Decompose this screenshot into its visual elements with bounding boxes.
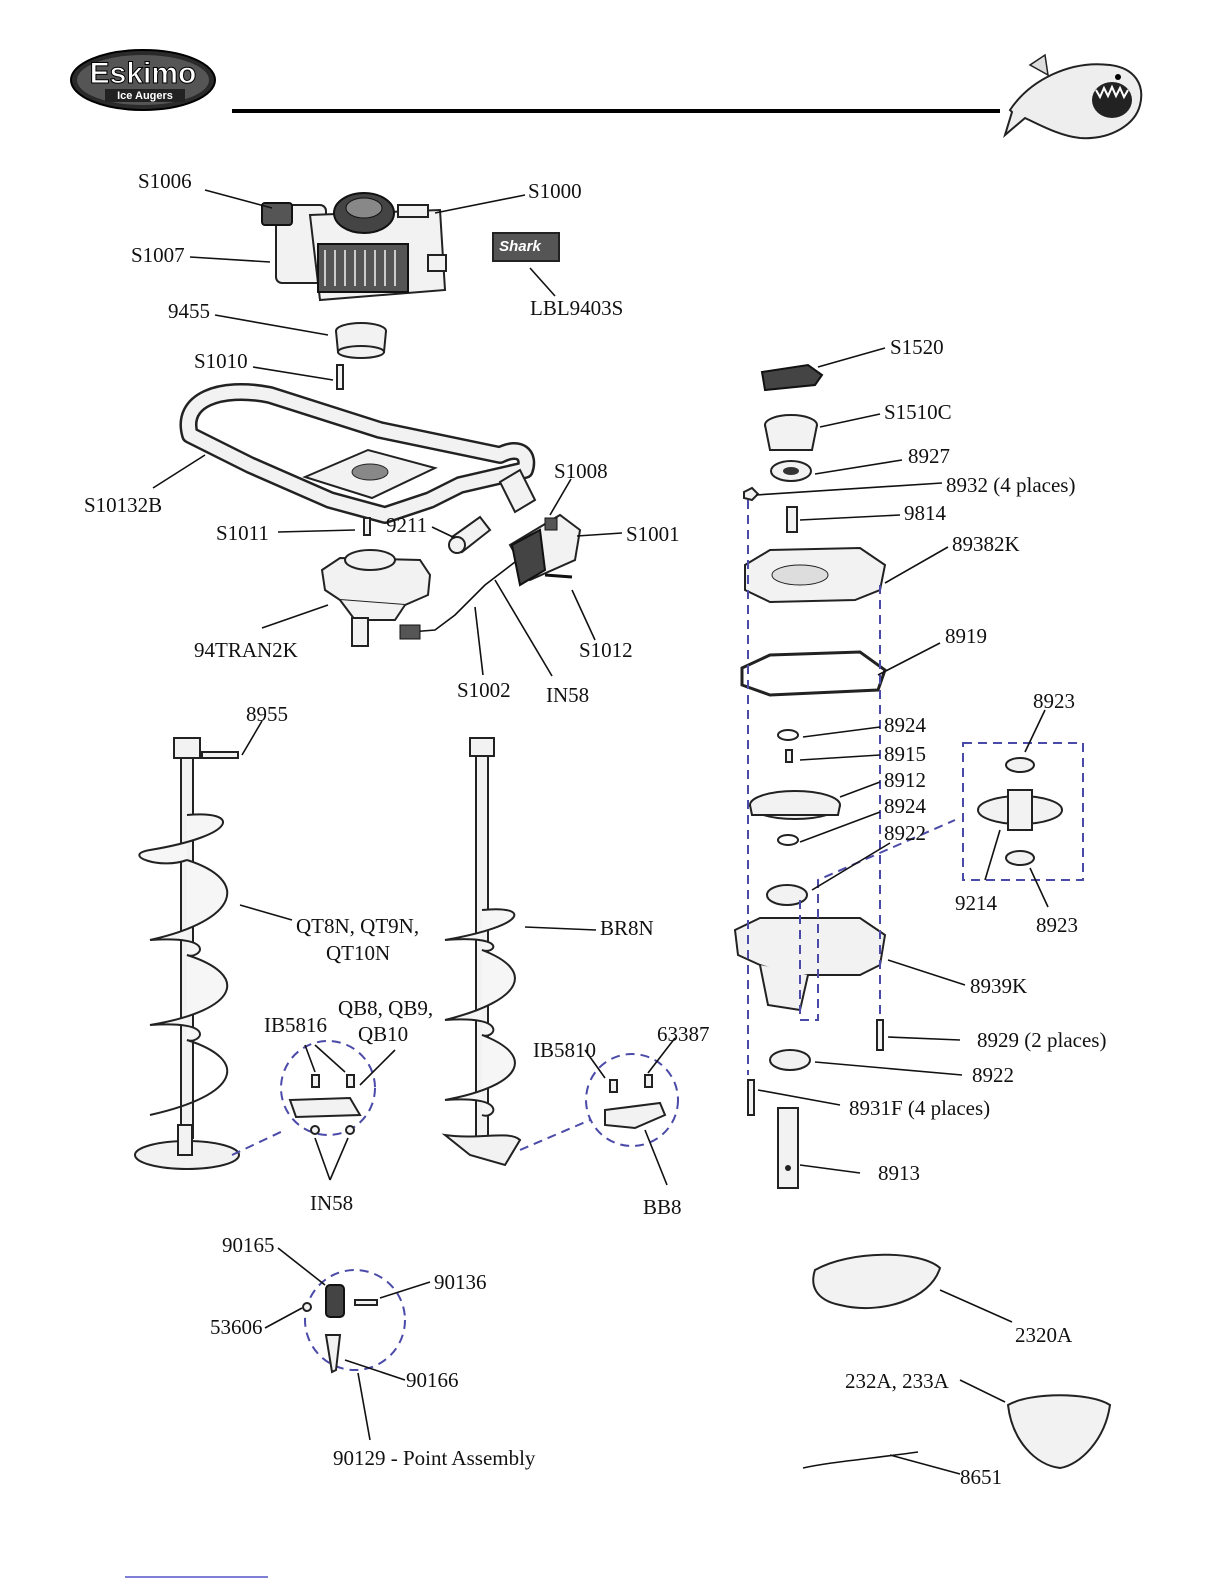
blade-qb-series (288, 1074, 362, 1135)
shark-logo-icon (1003, 53, 1143, 140)
label-s1010: S1010 (194, 349, 248, 373)
blade-detail-circle-bb8 (585, 1053, 679, 1147)
label-s1008: S1008 (554, 459, 608, 483)
throttle-s1001 (508, 513, 582, 587)
label-8932: 8932 (4 places) (946, 473, 1075, 497)
label-8923-a: 8923 (1033, 689, 1075, 713)
label-in58-bottom: IN58 (310, 1191, 353, 1215)
label-8915: 8915 (884, 742, 926, 766)
label-8955: 8955 (246, 702, 288, 726)
label-9455: 9455 (168, 299, 210, 323)
screw-s1010 (336, 364, 344, 390)
label-lbl9403s: LBL9403S (530, 296, 623, 320)
auger-br8n (441, 737, 522, 1167)
label-232a-233a: 232A, 233A (845, 1369, 950, 1393)
label-s10132b: S10132B (84, 493, 162, 517)
label-s1006: S1006 (138, 169, 192, 193)
label-s1510c: S1510C (884, 400, 952, 424)
label-in58-top: IN58 (546, 683, 589, 707)
label-63387: 63387 (657, 1022, 710, 1046)
label-s1007: S1007 (131, 243, 185, 267)
decal-text: Shark (499, 238, 541, 255)
label-ib5810: IB5810 (533, 1038, 596, 1062)
label-qt-series: QT8N, QT9N, (296, 914, 419, 938)
point-assembly-circle (304, 1269, 406, 1371)
gearbox-stack (733, 363, 887, 1189)
grip-9211 (448, 515, 492, 554)
label-8922-b: 8922 (972, 1063, 1014, 1087)
label-8924-a: 8924 (884, 713, 927, 737)
label-8912: 8912 (884, 768, 926, 792)
label-s1000: S1000 (528, 179, 582, 203)
eskimo-logo-icon: Eskimo Ice Augers (70, 49, 216, 111)
label-8923-b: 8923 (1036, 913, 1078, 937)
setscrew-8955 (201, 751, 239, 759)
label-s1002: S1002 (457, 678, 511, 702)
blade-detail-leader-qb (231, 1129, 286, 1156)
label-qb-series-2: QB10 (358, 1022, 408, 1046)
blade-detail-circle-qb (280, 1040, 376, 1136)
label-s1520: S1520 (890, 335, 944, 359)
screw-s1011 (363, 517, 371, 536)
label-8651: 8651 (960, 1465, 1002, 1489)
label-8929: 8929 (2 places) (977, 1028, 1106, 1052)
throttle-cable-s1002 (399, 561, 516, 640)
label-90165: 90165 (222, 1233, 275, 1257)
cup-232a (1006, 1394, 1112, 1470)
blade-bb8 (604, 1074, 667, 1130)
label-8924-b: 8924 (884, 794, 927, 818)
label-8927: 8927 (908, 444, 950, 468)
label-89382k: 89382K (952, 532, 1020, 556)
engine-s1000 (261, 192, 447, 302)
blade-detail-leader-bb8 (519, 1119, 591, 1151)
label-s1001: S1001 (626, 522, 680, 546)
gearbox-dashed-guides (747, 500, 1084, 1075)
label-90129-point-assembly: 90129 - Point Assembly (333, 1446, 536, 1470)
label-2320a: 2320A (1015, 1323, 1073, 1347)
label-53606: 53606 (210, 1315, 263, 1339)
logo-subtext: Ice Augers (117, 90, 173, 102)
cable-8651 (802, 1451, 919, 1469)
transmission-94tran2k (320, 549, 432, 647)
label-9211: 9211 (386, 513, 427, 537)
label-8913: 8913 (878, 1161, 920, 1185)
label-s1011: S1011 (216, 521, 269, 545)
point-assembly-parts (302, 1284, 378, 1374)
auger-qt-series (134, 737, 240, 1170)
cup-2320a (812, 1253, 942, 1309)
label-qt-series-2: QT10N (326, 941, 390, 965)
label-8922-a: 8922 (884, 821, 926, 845)
label-90166: 90166 (406, 1368, 459, 1392)
label-9814: 9814 (904, 501, 947, 525)
label-94tran2k: 94TRAN2K (194, 638, 298, 662)
gear-9214 (977, 757, 1063, 866)
label-br8n: BR8N (600, 916, 654, 940)
label-8939k: 8939K (970, 974, 1027, 998)
label-ib5816: IB5816 (264, 1013, 327, 1037)
label-90136: 90136 (434, 1270, 487, 1294)
handle-s10132b (179, 383, 537, 524)
bushing-9455 (335, 322, 387, 359)
logo-text: Eskimo (90, 57, 197, 90)
label-s1012: S1012 (579, 638, 633, 662)
shark-decal-lbl9403s: Shark (492, 232, 560, 262)
label-bb8: BB8 (643, 1195, 682, 1219)
label-8931f: 8931F (4 places) (849, 1096, 990, 1120)
leader-lines (152, 189, 1049, 1475)
label-8919: 8919 (945, 624, 987, 648)
label-9214: 9214 (955, 891, 998, 915)
label-qb-series: QB8, QB9, (338, 996, 433, 1020)
